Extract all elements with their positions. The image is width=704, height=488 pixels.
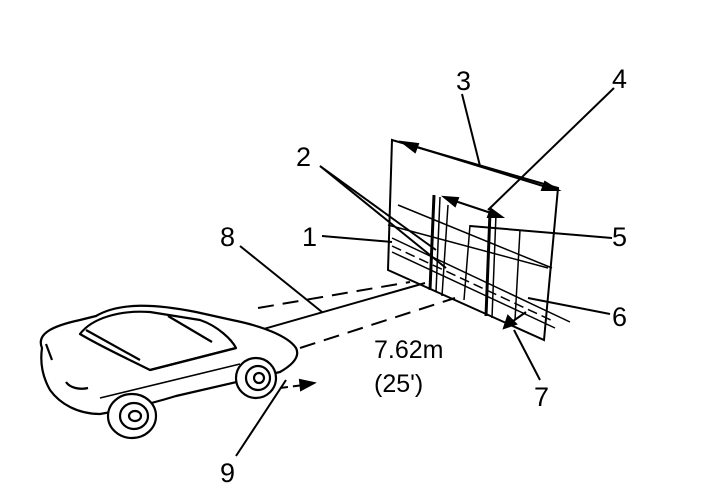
callout-1: 1 — [302, 222, 317, 252]
ground-arrow — [502, 311, 527, 330]
dimension-arrow-distance — [279, 378, 317, 392]
dimension-arrow-screen-width — [398, 140, 562, 191]
aiming-screen — [386, 138, 571, 342]
callout-8: 8 — [220, 222, 235, 252]
callout-7: 7 — [534, 382, 549, 412]
distance-imperial: (25') — [374, 370, 423, 398]
vehicle — [39, 304, 299, 440]
callout-3: 3 — [456, 66, 471, 96]
distance-metric: 7.62m — [374, 336, 443, 364]
callout-9: 9 — [220, 458, 235, 488]
dimension-arrow-lamp-spacing — [440, 195, 506, 218]
callout-6: 6 — [612, 302, 627, 332]
callout-5: 5 — [612, 222, 627, 252]
leader-lines — [235, 87, 615, 457]
callout-4: 4 — [612, 64, 627, 94]
callout-2: 2 — [296, 142, 311, 172]
